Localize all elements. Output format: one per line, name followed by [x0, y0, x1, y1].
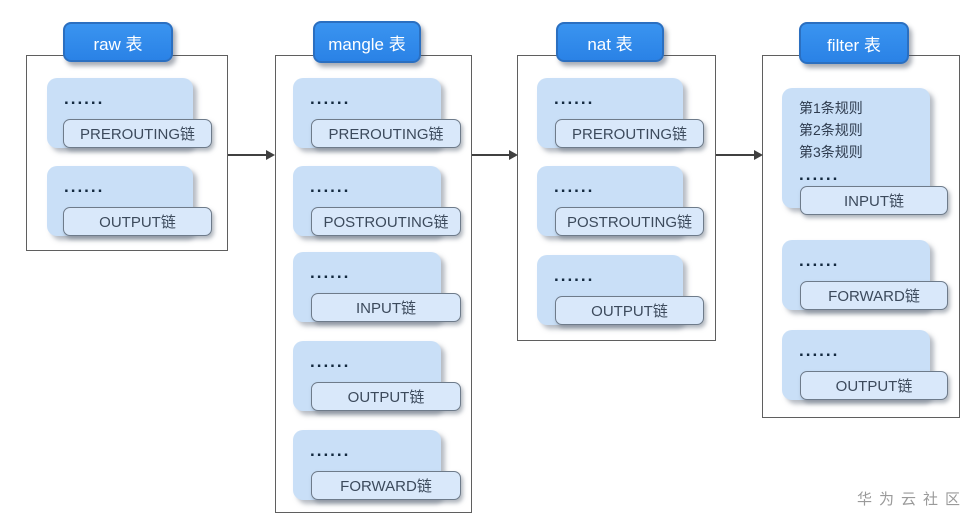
- chain-rule: ......: [310, 263, 351, 282]
- chain-rule: ......: [64, 89, 105, 108]
- chain-label-tab: POSTROUTING链: [555, 207, 704, 236]
- chain-rule: 第3条规则: [799, 144, 863, 160]
- table-header-filter: filter 表: [799, 22, 909, 64]
- chain-rule: 第2条规则: [799, 122, 863, 138]
- flow-arrow: [228, 150, 275, 160]
- chain-label-tab: POSTROUTING链: [311, 207, 461, 236]
- chain-label-tab: PREROUTING链: [555, 119, 704, 148]
- chain-label-tab: OUTPUT链: [555, 296, 704, 325]
- chain-rule: ......: [64, 177, 105, 196]
- chain-rule: ......: [799, 251, 840, 270]
- table-header-nat: nat 表: [556, 22, 664, 62]
- chain-rule: ......: [554, 89, 595, 108]
- chain-rule: 第1条规则: [799, 100, 863, 116]
- table-header-mangle: mangle 表: [313, 21, 421, 63]
- chain-rule: ......: [554, 266, 595, 285]
- chain-label-tab: INPUT链: [311, 293, 461, 322]
- chain-label-tab: OUTPUT链: [311, 382, 461, 411]
- chain-label-tab: FORWARD链: [311, 471, 461, 500]
- chain-rule: ......: [799, 341, 840, 360]
- flow-arrow: [472, 150, 518, 160]
- table-header-raw: raw 表: [63, 22, 173, 62]
- chain-rule: ......: [310, 352, 351, 371]
- chain-label-tab: PREROUTING链: [63, 119, 212, 148]
- chain-rule: ......: [310, 177, 351, 196]
- flow-arrow: [716, 150, 763, 160]
- chain-label-tab: INPUT链: [800, 186, 948, 215]
- chain-label-tab: FORWARD链: [800, 281, 948, 310]
- chain-label-tab: OUTPUT链: [63, 207, 212, 236]
- chain-rule: ......: [799, 165, 840, 184]
- chain-rule: ......: [310, 89, 351, 108]
- chain-label-tab: OUTPUT链: [800, 371, 948, 400]
- chain-rule: ......: [554, 177, 595, 196]
- watermark: 华为云社区: [856, 491, 967, 508]
- chain-rule: ......: [310, 441, 351, 460]
- chain-label-tab: PREROUTING链: [311, 119, 461, 148]
